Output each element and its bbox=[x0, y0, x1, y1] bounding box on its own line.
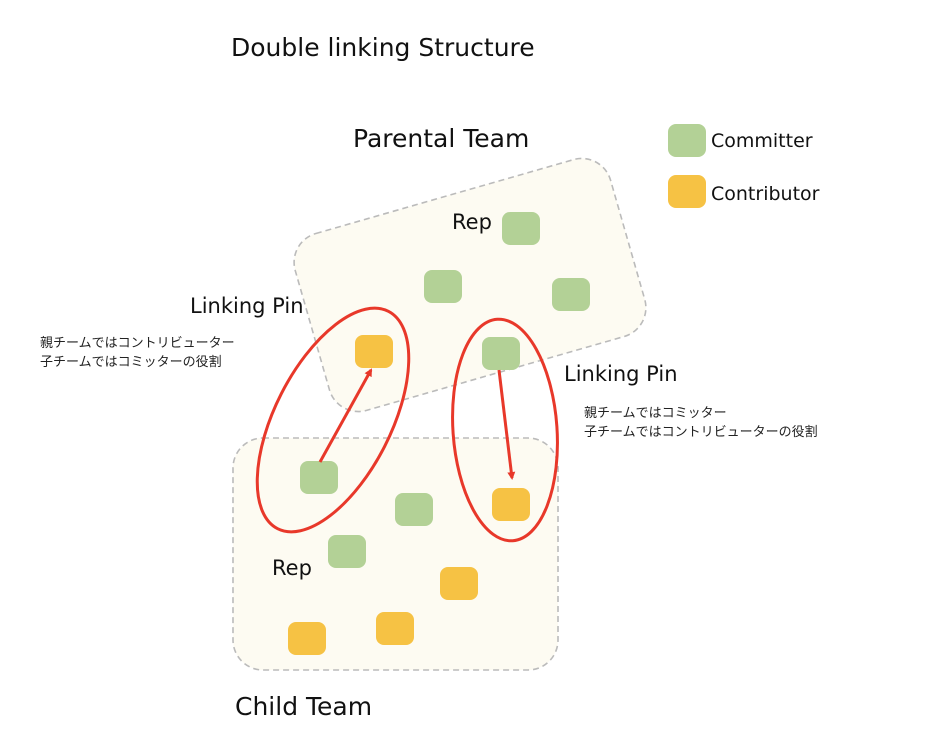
committer-node bbox=[424, 270, 462, 303]
arrow-down bbox=[497, 369, 516, 480]
committer-node bbox=[552, 278, 590, 311]
committer-node bbox=[328, 535, 366, 568]
legend-committer-label: Committer bbox=[711, 130, 813, 152]
parental-rep-label: Rep bbox=[452, 210, 492, 234]
child-team-box bbox=[232, 437, 559, 671]
committer-node bbox=[300, 461, 338, 494]
legend-committer-swatch bbox=[668, 124, 706, 157]
legend-contributor-label: Contributor bbox=[711, 183, 820, 205]
committer-node bbox=[395, 493, 433, 526]
linking-pin-ellipse-right bbox=[451, 317, 559, 543]
contributor-node bbox=[376, 612, 414, 645]
child-rep-label: Rep bbox=[272, 556, 312, 580]
linking-pin-label-left: Linking Pin bbox=[190, 294, 304, 318]
linking-pin-ellipse-left bbox=[255, 306, 411, 534]
contributor-node bbox=[492, 488, 530, 521]
note-line: 親チームではコントリビューター bbox=[40, 336, 235, 351]
linking-pin-note-right: 親チームではコミッター 子チームではコントリビューターの役割 bbox=[584, 404, 818, 442]
contributor-node bbox=[440, 567, 478, 600]
legend-contributor-swatch bbox=[668, 175, 706, 208]
linking-pin-note-left: 親チームではコントリビューター 子チームではコミッターの役割 bbox=[40, 334, 235, 372]
contributor-node bbox=[355, 335, 393, 368]
committer-node bbox=[502, 212, 540, 245]
note-line: 親チームではコミッター bbox=[584, 406, 727, 421]
note-line: 子チームではコミッターの役割 bbox=[40, 355, 222, 370]
parental-team-label: Parental Team bbox=[353, 124, 530, 153]
arrow-up bbox=[318, 368, 373, 463]
committer-node bbox=[482, 337, 520, 370]
child-team-label: Child Team bbox=[235, 692, 373, 721]
note-line: 子チームではコントリビューターの役割 bbox=[584, 425, 818, 440]
contributor-node bbox=[288, 622, 326, 655]
linking-pin-label-right: Linking Pin bbox=[564, 362, 678, 386]
diagram-title: Double linking Structure bbox=[231, 33, 535, 62]
